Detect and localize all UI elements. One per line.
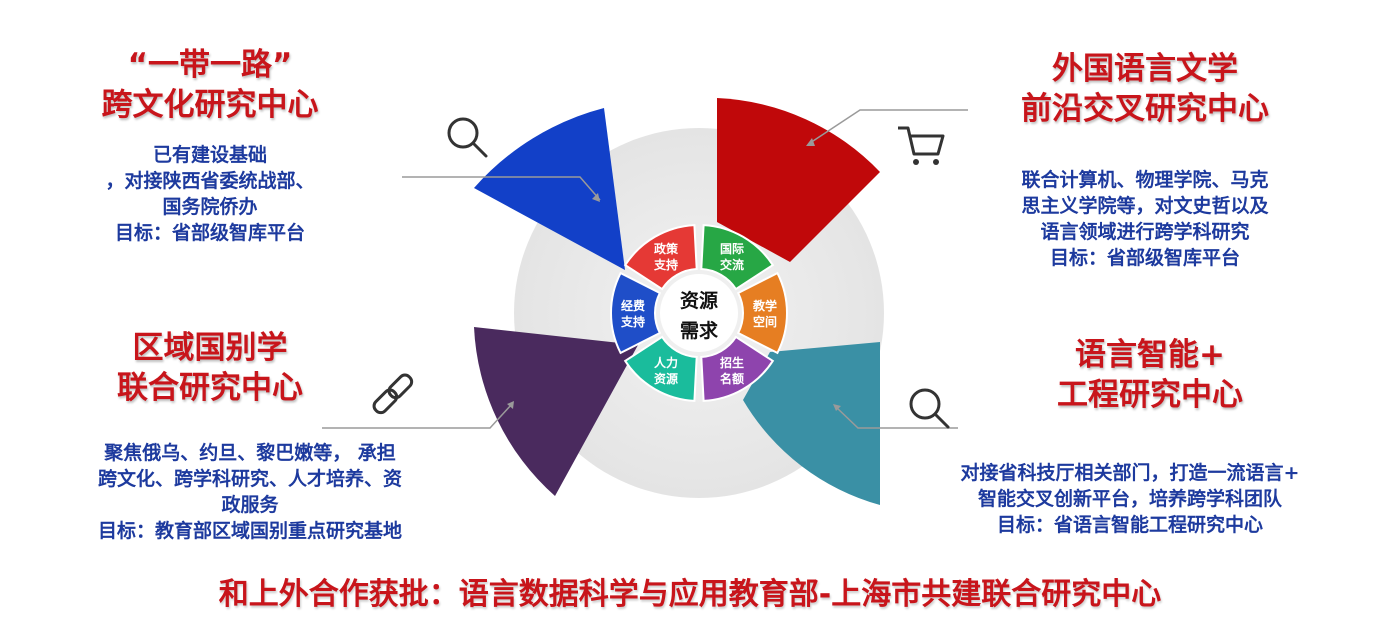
connector-bottom-left <box>322 403 513 429</box>
desc-line: 政服务 <box>221 494 279 516</box>
ring-wedge-label: 政策 <box>654 241 679 256</box>
title-line: 跨文化研究中心 <box>101 87 319 123</box>
title-line: 外国语言文学 <box>1052 51 1238 87</box>
desc-line: 联合计算机、物理学院、马克 <box>1021 169 1269 191</box>
arrowhead <box>806 138 815 146</box>
desc-line: 国务院侨办 <box>162 196 258 218</box>
desc-line: 目标：省部级智库平台 <box>1049 247 1240 269</box>
petal-top-right <box>717 98 880 262</box>
title-line: 语言智能+ <box>1075 337 1225 373</box>
arrowhead <box>507 401 514 409</box>
ring-wedge-label: 支持 <box>653 257 678 272</box>
connector-top-left <box>402 176 601 201</box>
desc-line: ，对接陕西省委统战部、 <box>105 170 315 192</box>
ring-wedge-label: 国际 <box>720 242 744 256</box>
ring-wedge-label: 教学 <box>752 298 777 313</box>
desc-bottom-right: 对接省科技厅相关部门，打造一流语言+ 智能交叉创新平台，培养跨学科团队 目标：省… <box>900 460 1360 538</box>
arrowhead <box>592 193 600 202</box>
ring-wedge-label: 人力 <box>654 355 678 370</box>
desc-line: 聚焦俄乌、约旦、黎巴嫩等， 承担 <box>104 442 396 464</box>
desc-line: 语言领域进行跨学科研究 <box>1040 221 1250 243</box>
desc-top-left: 已有建设基础 ，对接陕西省委统战部、 国务院侨办 目标：省部级智库平台 <box>80 142 340 246</box>
title-line: “一带一路” <box>127 47 293 83</box>
ring-wedge-label: 交流 <box>720 257 744 272</box>
ring-wedge-label: 支持 <box>620 314 645 329</box>
desc-line: 目标：省语言智能工程研究中心 <box>996 514 1263 536</box>
center-disc <box>660 274 738 352</box>
arrowhead <box>833 404 841 411</box>
title-line: 前沿交叉研究中心 <box>1021 91 1269 127</box>
connector-top-right <box>809 109 968 144</box>
title-line: 区域国别学 <box>132 330 288 366</box>
ring-wedge-label: 经费 <box>621 298 645 313</box>
desc-line: 目标：省部级智库平台 <box>114 222 305 244</box>
center-label-line2: 需求 <box>680 319 719 342</box>
desc-line: 跨文化、跨学科研究、人才培养、资 <box>97 468 402 490</box>
ring-wedge-label: 招生 <box>720 355 744 370</box>
desc-line: 已有建设基础 <box>152 144 267 166</box>
title-top-left: “一带一路” 跨文化研究中心 <box>80 45 340 125</box>
title-top-right: 外国语言文学 前沿交叉研究中心 <box>990 49 1300 129</box>
title-line: 联合研究中心 <box>117 370 303 406</box>
center-label-line1: 资源 <box>680 289 718 312</box>
search-icon <box>909 388 950 429</box>
ring-wedge <box>700 224 775 291</box>
connector-bottom-right <box>835 406 958 429</box>
desc-line: 思主义学院等，对文史哲以及 <box>1021 195 1269 217</box>
desc-line: 目标：教育部区域国别重点研究基地 <box>97 520 402 542</box>
link-icon <box>372 373 414 415</box>
desc-line: 智能交叉创新平台，培养跨学科团队 <box>977 488 1282 510</box>
ring-wedge-label: 名额 <box>720 371 744 386</box>
ring-wedge <box>700 335 775 402</box>
ring-wedge <box>623 335 698 402</box>
title-bottom-right: 语言智能+ 工程研究中心 <box>1010 335 1290 415</box>
ring-wedge-label: 资源 <box>654 371 678 386</box>
search-icon <box>447 117 488 158</box>
title-line: 工程研究中心 <box>1057 377 1243 413</box>
cart-icon <box>898 126 945 165</box>
desc-line: 对接省科技厅相关部门，打造一流语言+ <box>960 462 1300 484</box>
ring-wedge <box>610 271 662 355</box>
ring-wedge <box>623 224 698 291</box>
desc-bottom-left: 聚焦俄乌、约旦、黎巴嫩等， 承担 跨文化、跨学科研究、人才培养、资 政服务 目标… <box>30 440 470 544</box>
desc-top-right: 联合计算机、物理学院、马克 思主义学院等，对文史哲以及 语言领域进行跨学科研究 … <box>970 167 1320 271</box>
ring-wedge <box>736 271 788 355</box>
ring-wedge-label: 空间 <box>753 314 777 329</box>
petal-bottom-right <box>743 342 880 505</box>
petal-bottom-left <box>474 327 638 496</box>
title-bottom-left: 区域国别学 联合研究中心 <box>80 328 340 408</box>
petal-top-left <box>474 108 625 270</box>
footer-banner: 和上外合作获批：语言数据科学与应用教育部-上海市共建联合研究中心 <box>218 577 1162 612</box>
